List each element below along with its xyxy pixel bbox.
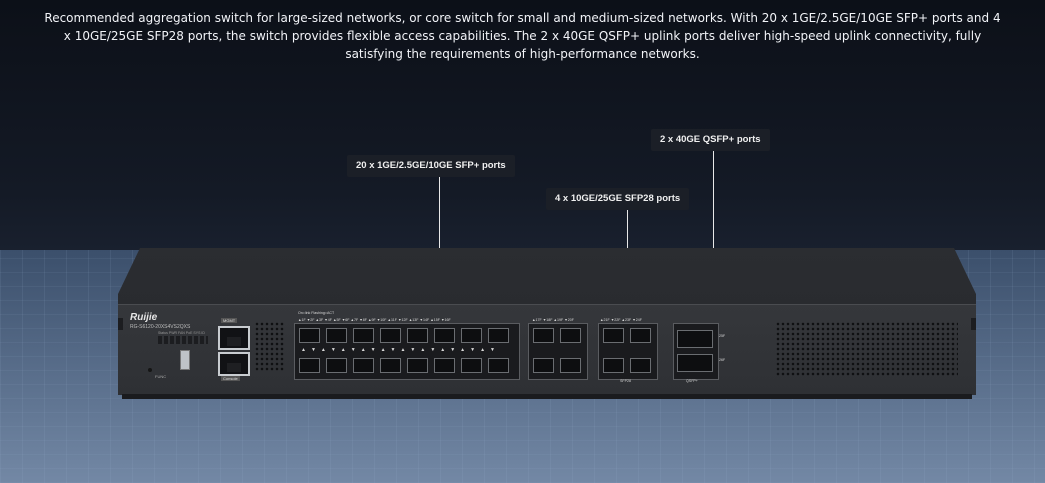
sfp-plus-port[interactable] xyxy=(533,328,554,343)
mgmt-port[interactable] xyxy=(218,326,250,350)
qsfp-port-label: 26F xyxy=(719,358,726,362)
switch-bottom-edge xyxy=(122,394,972,399)
sfp-plus-port[interactable] xyxy=(434,328,455,343)
rack-ear-right xyxy=(971,318,976,330)
qsfp-port[interactable] xyxy=(677,354,713,372)
sfp-plus-port[interactable] xyxy=(560,328,581,343)
sfp28-port-block xyxy=(598,323,658,380)
qsfp-port-label: 25F xyxy=(719,334,726,338)
sfp-plus-port[interactable] xyxy=(434,358,455,373)
port-direction-arrows: ▲▼▲▼▲▼▲▼▲▼▲▼▲▼▲▼▲▼▲▼ xyxy=(301,347,500,353)
sfp28-port[interactable] xyxy=(630,328,651,343)
sfp-plus-port-block-2 xyxy=(528,323,588,380)
sfp-plus-port[interactable] xyxy=(326,328,347,343)
func-button[interactable] xyxy=(148,368,152,372)
qsfp-port-block xyxy=(673,323,719,380)
sfp-plus-port[interactable] xyxy=(488,328,509,343)
sfp-plus-port[interactable] xyxy=(533,358,554,373)
sfp-plus-port[interactable] xyxy=(407,358,428,373)
model-label: RG-S6120-20XS4VS2QXS xyxy=(130,324,191,330)
sfp28-port[interactable] xyxy=(603,358,624,373)
qsfp-label: QSFP+ xyxy=(686,379,698,383)
port-number-labels: ▲21F ▼22F ▲23F ▼24F xyxy=(600,318,642,322)
sfp-plus-port[interactable] xyxy=(353,328,374,343)
port-number-labels: ▲17F ▼18F ▲19F ▼20F xyxy=(532,318,574,322)
sfp-plus-port[interactable] xyxy=(299,328,320,343)
vent-right xyxy=(776,322,958,376)
sfp-plus-port-block-1: ▲▼▲▼▲▼▲▼▲▼▲▼▲▼▲▼▲▼▲▼ xyxy=(294,323,520,380)
sfp-plus-port[interactable] xyxy=(380,358,401,373)
led-labels: Status PWR FAN PoE SYS ID xyxy=(158,331,205,335)
usb-port[interactable] xyxy=(180,350,190,370)
sfp-plus-port[interactable] xyxy=(407,328,428,343)
console-label: Console xyxy=(221,376,240,381)
callout-qsfp: 2 x 40GE QSFP+ ports xyxy=(651,129,770,151)
sfp-plus-port[interactable] xyxy=(461,328,482,343)
vent-left xyxy=(255,322,285,372)
func-label: FUNC xyxy=(155,374,167,379)
sfp-plus-port[interactable] xyxy=(560,358,581,373)
sfp-plus-port[interactable] xyxy=(461,358,482,373)
status-leds xyxy=(158,336,208,344)
callout-sfp-plus: 20 x 1GE/2.5GE/10GE SFP+ ports xyxy=(347,155,515,177)
sfp-plus-port[interactable] xyxy=(326,358,347,373)
sfp-plus-port[interactable] xyxy=(299,358,320,373)
mgmt-label: MGMT xyxy=(221,318,238,323)
brand-logo: Ruijie xyxy=(130,312,158,323)
sfp-plus-port[interactable] xyxy=(380,328,401,343)
sfp28-port[interactable] xyxy=(630,358,651,373)
callout-sfp28: 4 x 10GE/25GE SFP28 ports xyxy=(546,188,690,210)
rack-ear-left xyxy=(118,318,123,330)
console-port[interactable] xyxy=(218,352,250,376)
leader-line-qsfp xyxy=(713,151,714,289)
sfp-plus-port[interactable] xyxy=(353,358,374,373)
sfp28-label: SFP28 xyxy=(620,379,631,383)
leader-line-sfp-plus xyxy=(439,177,440,289)
link-legend: On=link Flashing=ACT xyxy=(298,311,335,315)
qsfp-port[interactable] xyxy=(677,330,713,348)
sfp28-port[interactable] xyxy=(603,328,624,343)
product-description: Recommended aggregation switch for large… xyxy=(44,11,1001,61)
sfp-plus-port[interactable] xyxy=(488,358,509,373)
port-number-labels: ▲1F ▼2F ▲3F ▼4F ▲5F ▼6F ▲7F ▼8F ▲9F ▼10F… xyxy=(298,318,451,322)
